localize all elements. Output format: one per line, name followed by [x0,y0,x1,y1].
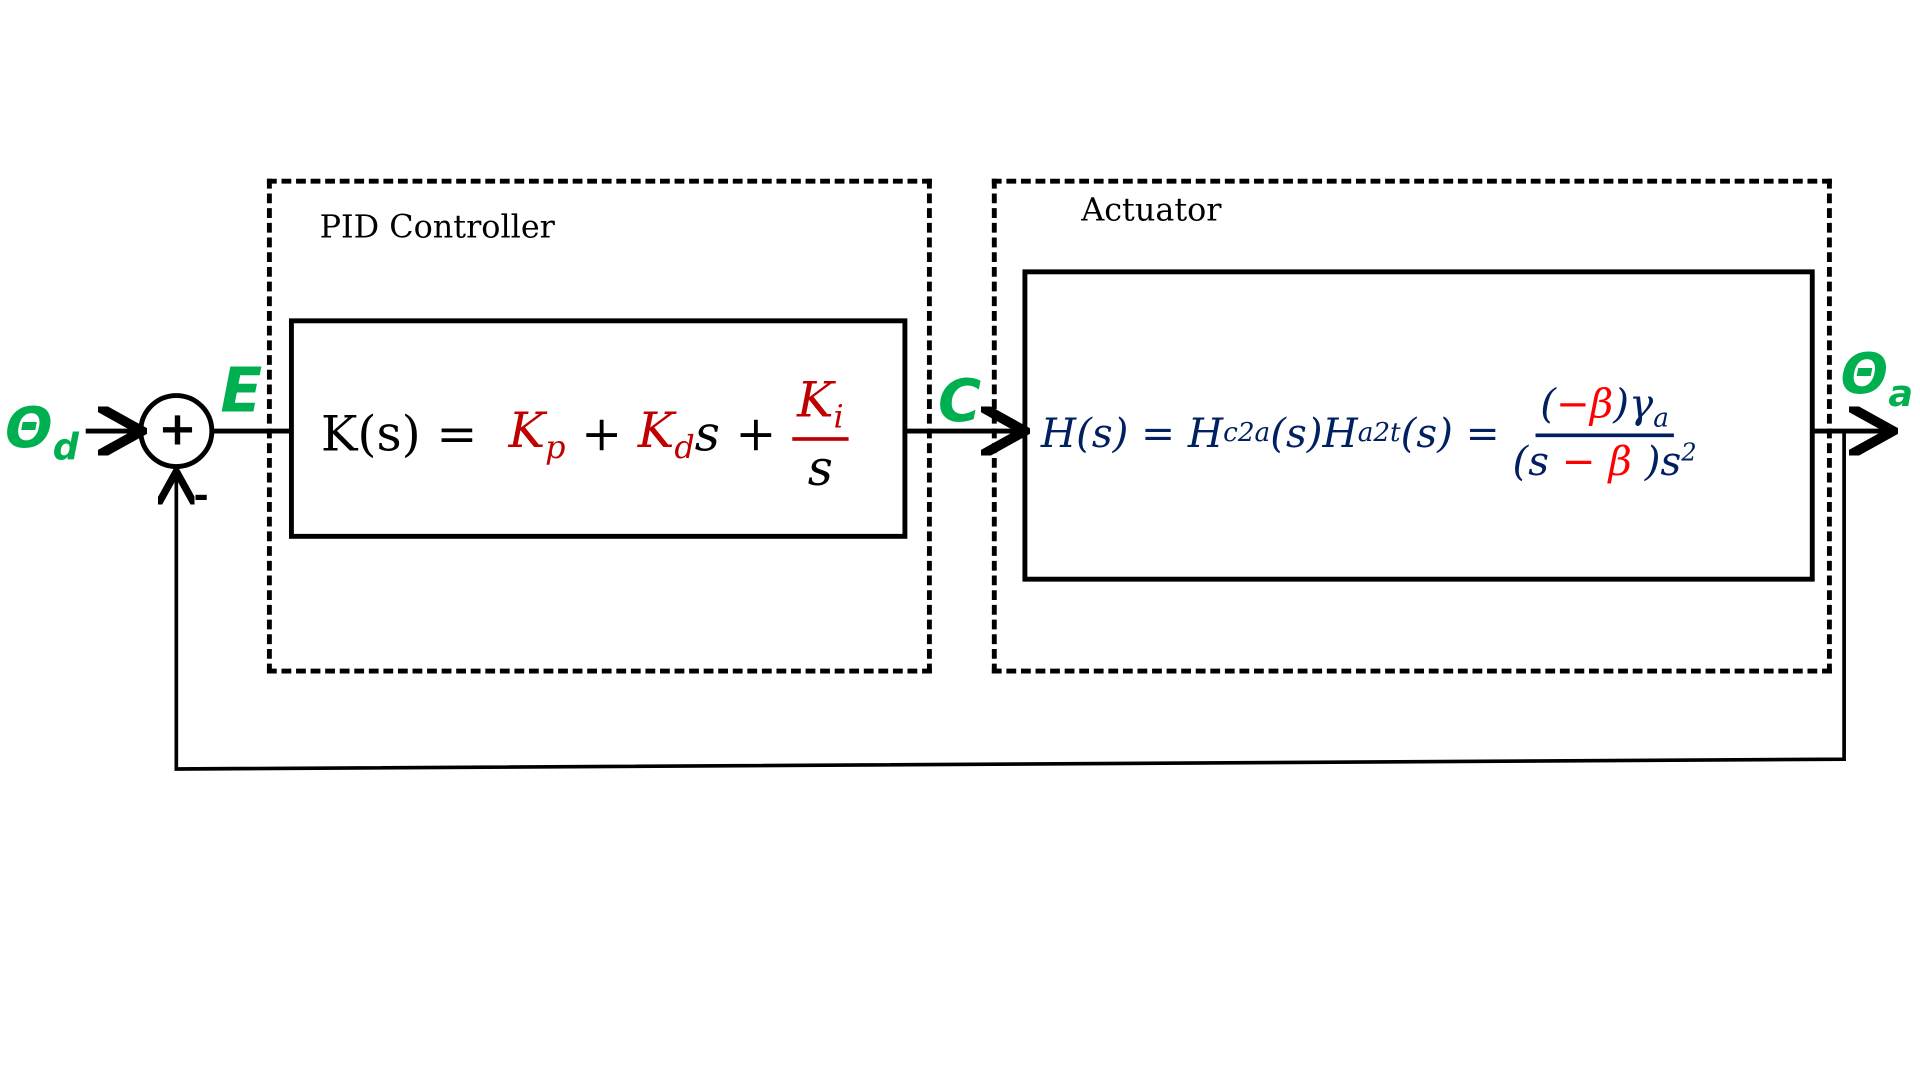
actuator-block [1022,269,1815,582]
pid-block [288,318,908,539]
error-signal-label: E [220,355,263,427]
actuator-group [991,178,1832,674]
feedback-path [176,431,1846,771]
output-signal-label: Θa [1840,340,1914,416]
pid-controller-title: PID Controller [319,209,555,247]
sum-sign: + [157,401,197,456]
control-signal-label: C [937,367,982,436]
feedback-sign: - [193,475,209,518]
pid-controller-group [266,178,932,674]
input-signal-label: Θd [4,394,79,470]
actuator-title: Actuator [1081,192,1222,229]
